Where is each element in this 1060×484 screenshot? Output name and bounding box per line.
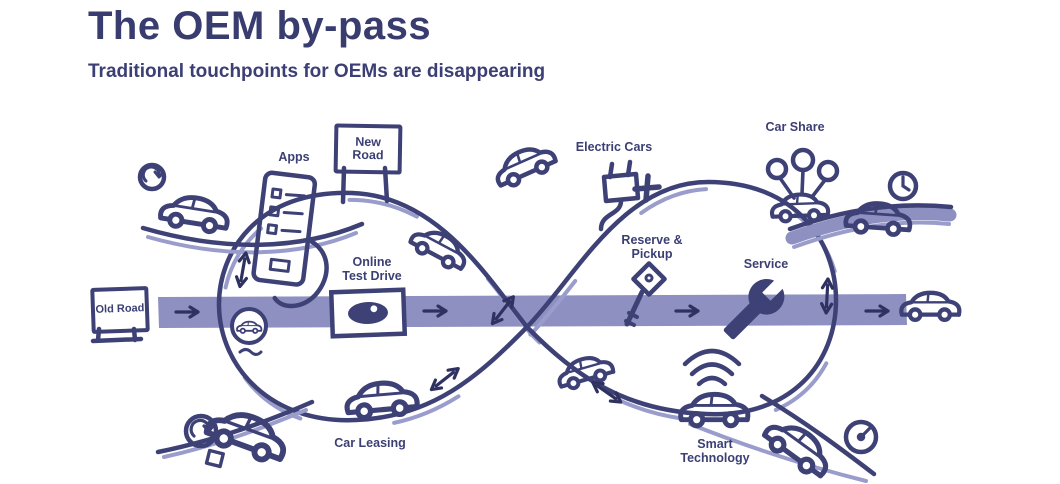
new-road-sign: New Road <box>333 123 403 175</box>
car-icon <box>159 193 230 234</box>
car-icon <box>491 140 558 191</box>
new-road-loop <box>216 179 839 423</box>
car-icon <box>760 413 836 481</box>
ramp-bottom-left <box>155 399 315 459</box>
page-subtitle: Traditional touchpoints for OEMs are dis… <box>88 61 546 82</box>
label-car-leasing: Car Leasing <box>334 436 406 450</box>
label-service: Service <box>743 257 789 271</box>
clock-icon <box>887 170 919 202</box>
ramp-bottom-right <box>688 393 877 483</box>
car-with-location-pins-icon <box>765 147 840 222</box>
eye-screen-icon <box>328 287 408 339</box>
new-road-sign-text: New Road <box>352 134 384 163</box>
label-reserve-pickup: Reserve & Pickup <box>621 233 683 261</box>
cube-icon <box>204 448 225 469</box>
smartphone-in-hand-icon <box>251 170 329 309</box>
car-with-wifi-icon <box>681 348 748 426</box>
charging-plug-plus-icon <box>598 159 662 232</box>
sign-posts <box>90 165 390 344</box>
key-icon <box>624 261 667 327</box>
ramp-top-left <box>140 221 365 255</box>
label-online-test-drive: Online Test Drive <box>342 255 402 283</box>
wrench-icon <box>723 279 785 340</box>
old-road-sign: Old Road <box>90 286 150 334</box>
label-apps: Apps <box>278 150 310 164</box>
car-icon <box>901 293 959 320</box>
car-icon <box>555 352 615 392</box>
label-electric-cars: Electric Cars <box>575 140 653 154</box>
coin-icon <box>183 413 219 449</box>
page-title: The OEM by-pass <box>88 4 432 48</box>
label-car-share: Car Share <box>765 120 825 134</box>
car-in-circle-icon <box>230 307 268 356</box>
coin-icon <box>137 162 167 192</box>
old-road-sign-text: Old Road <box>95 302 145 317</box>
speedometer-icon <box>843 419 879 455</box>
label-smart-technology: Smart Technology <box>680 437 750 465</box>
